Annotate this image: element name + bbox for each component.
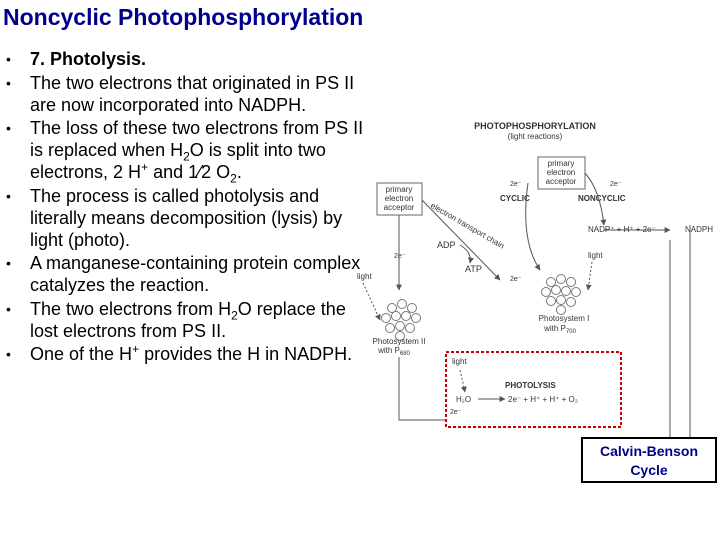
bullet-text: and 1⁄2 O xyxy=(148,162,231,182)
light-label-ps1: light xyxy=(588,251,603,260)
bullet-dot: • xyxy=(6,346,11,362)
bullet-dot: • xyxy=(6,74,11,91)
bullet-item: • One of the H+ provides the H in NADPH. xyxy=(0,343,372,365)
photosystem-2-cluster xyxy=(381,299,421,341)
light-label-lower: light xyxy=(452,357,467,366)
e-label-1: 2e⁻ xyxy=(510,181,522,188)
ps2-label: Photosystem II xyxy=(373,337,426,346)
e-label-2: 2e⁻ xyxy=(610,181,622,188)
photolysis-equation: 2e⁻ + H⁺ + H⁺ + O₂ xyxy=(508,395,578,404)
bullet-text: The loss of these two electrons from PS … xyxy=(30,118,364,160)
e-label-3: 2e⁻ xyxy=(394,253,406,260)
slide-title: Noncyclic Photophosphorylation xyxy=(3,4,364,30)
light-label-ps2: light xyxy=(357,272,372,281)
bullet-text: + xyxy=(132,342,140,356)
bullet-text: One of the H xyxy=(30,344,133,364)
acceptor-left-l2: electron xyxy=(385,194,413,203)
cyclic-label: CYCLIC xyxy=(500,194,530,203)
photolysis-highlight-box xyxy=(445,351,622,428)
primary-acceptor-left-box xyxy=(376,182,423,216)
bullet-text: The two electrons that originated in PS … xyxy=(30,72,355,115)
bullet-item: • The process is called photolysis and li… xyxy=(0,185,372,251)
bullet-dot: • xyxy=(6,300,11,317)
bullet-list: • 7. Photolysis. • The two electrons that o… xyxy=(0,48,372,367)
photolysis-h2o: H₂O xyxy=(456,395,471,404)
bullet-text: 2 xyxy=(183,149,190,164)
adp-label: ADP xyxy=(437,240,456,250)
e-label-5: 2e⁻ xyxy=(450,409,462,416)
bullet-item: • The loss of these two electrons from PS… xyxy=(0,117,372,186)
bullet-text: 7. Photolysis. xyxy=(30,49,147,69)
diagram-header: PHOTOPHOSPHORYLATION xyxy=(474,121,596,131)
bullet-text: . xyxy=(236,162,242,182)
bullet-text: provides the H in NADPH. xyxy=(139,344,353,364)
bullet-dot: • xyxy=(6,51,11,67)
bullet-text: O replace the lost electrons from PS II. xyxy=(30,298,346,341)
bullet-text: 2 xyxy=(230,171,237,186)
bullet-dot: • xyxy=(6,120,11,136)
bullet-text: The process is called photolysis and lit… xyxy=(30,185,343,250)
calvin-line2: Cycle xyxy=(630,462,668,478)
primary-acceptor-center-box xyxy=(537,156,586,190)
atp-label: ATP xyxy=(465,264,482,274)
ps1-label: Photosystem I xyxy=(539,314,590,323)
bullet-dot: • xyxy=(6,255,11,271)
bullet-item: • The two electrons from H2O replace the … xyxy=(0,298,372,342)
bullet-text: The two electrons from H xyxy=(30,298,232,319)
photosystem-1-cluster xyxy=(541,274,581,315)
calvin-benson-cycle-box: Calvin-Benson Cycle xyxy=(581,437,717,483)
acceptor-left-l1: primary xyxy=(386,185,413,194)
acceptor-center-l1: primary xyxy=(548,159,575,168)
bullet-dot: • xyxy=(6,187,11,204)
photolysis-title: PHOTOLYSIS xyxy=(505,381,556,390)
bullet-item: • The two electrons that originated in PS… xyxy=(0,72,372,116)
ps1-sub: with P700 xyxy=(543,324,576,335)
acceptor-left-l3: acceptor xyxy=(384,203,415,212)
noncyclic-label: NONCYCLIC xyxy=(578,194,626,203)
nadp-equation: NADP⁺ + H⁺ + 2e⁻ xyxy=(588,225,656,234)
calvin-line1: Calvin-Benson xyxy=(599,443,698,459)
nadph-label: NADPH xyxy=(685,225,713,234)
bullet-text: 2 xyxy=(231,308,238,323)
bullet-item: • A manganese-containing protein complex … xyxy=(0,252,372,296)
bullet-text: A manganese-containing protein complex c… xyxy=(30,253,361,295)
e-label-4: 2e⁻ xyxy=(510,276,522,283)
diagram-subheader: (light reactions) xyxy=(508,132,563,141)
bullet-text: + xyxy=(141,160,149,174)
bullet-text: O is split into two electrons, 2 H xyxy=(30,140,326,182)
ps2-sub: with P680 xyxy=(377,346,410,357)
acceptor-center-l3: acceptor xyxy=(546,177,577,186)
bullet-item: • 7. Photolysis. xyxy=(0,48,372,70)
acceptor-center-l2: electron xyxy=(547,168,575,177)
